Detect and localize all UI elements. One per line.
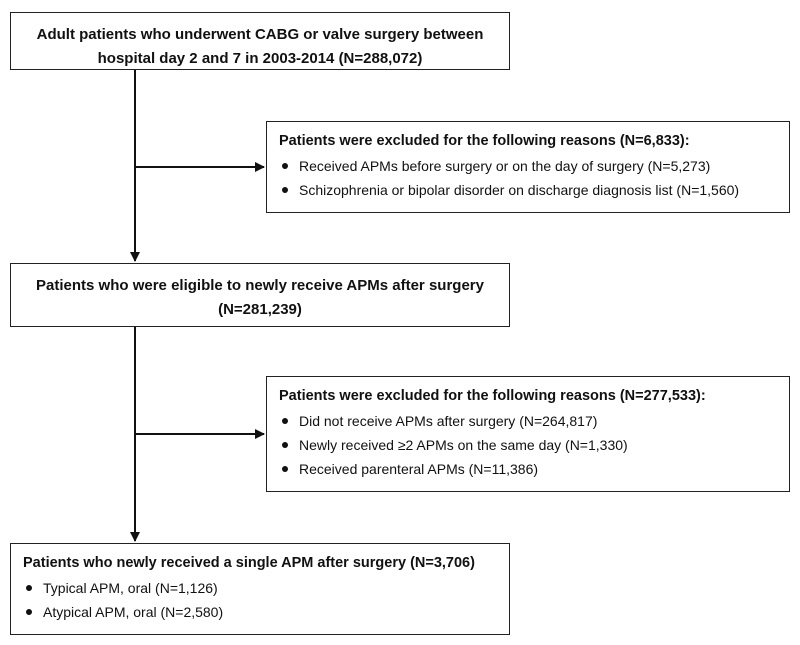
exclusion-2-item: Newly received ≥2 APMs on the same day (… (279, 433, 777, 457)
final-box: Patients who newly received a single APM… (10, 543, 510, 635)
exclusion-2-item: Received parenteral APMs (N=11,386) (279, 457, 777, 481)
exclusion-box-2: Patients were excluded for the following… (266, 376, 790, 492)
start-box-line2: hospital day 2 and 7 in 2003-2014 (N=288… (97, 50, 423, 67)
final-item: Typical APM, oral (N=1,126) (23, 576, 497, 600)
eligible-box-line2: (N=281,239) (218, 301, 302, 318)
eligible-box: Patients who were eligible to newly rece… (10, 263, 510, 327)
final-item: Atypical APM, oral (N=2,580) (23, 600, 497, 624)
exclusion-box-1-title: Patients were excluded for the following… (279, 133, 690, 149)
exclusion-1-item: Schizophrenia or bipolar disorder on dis… (279, 178, 777, 202)
start-box: Adult patients who underwent CABG or val… (10, 12, 510, 70)
exclusion-2-item: Did not receive APMs after surgery (N=26… (279, 409, 777, 433)
eligible-box-line1: Patients who were eligible to newly rece… (36, 277, 484, 294)
exclusion-box-2-title: Patients were excluded for the following… (279, 388, 706, 404)
exclusion-1-item: Received APMs before surgery or on the d… (279, 154, 777, 178)
final-box-title: Patients who newly received a single APM… (23, 555, 475, 571)
start-box-line1: Adult patients who underwent CABG or val… (36, 26, 484, 43)
exclusion-box-1: Patients were excluded for the following… (266, 121, 790, 213)
